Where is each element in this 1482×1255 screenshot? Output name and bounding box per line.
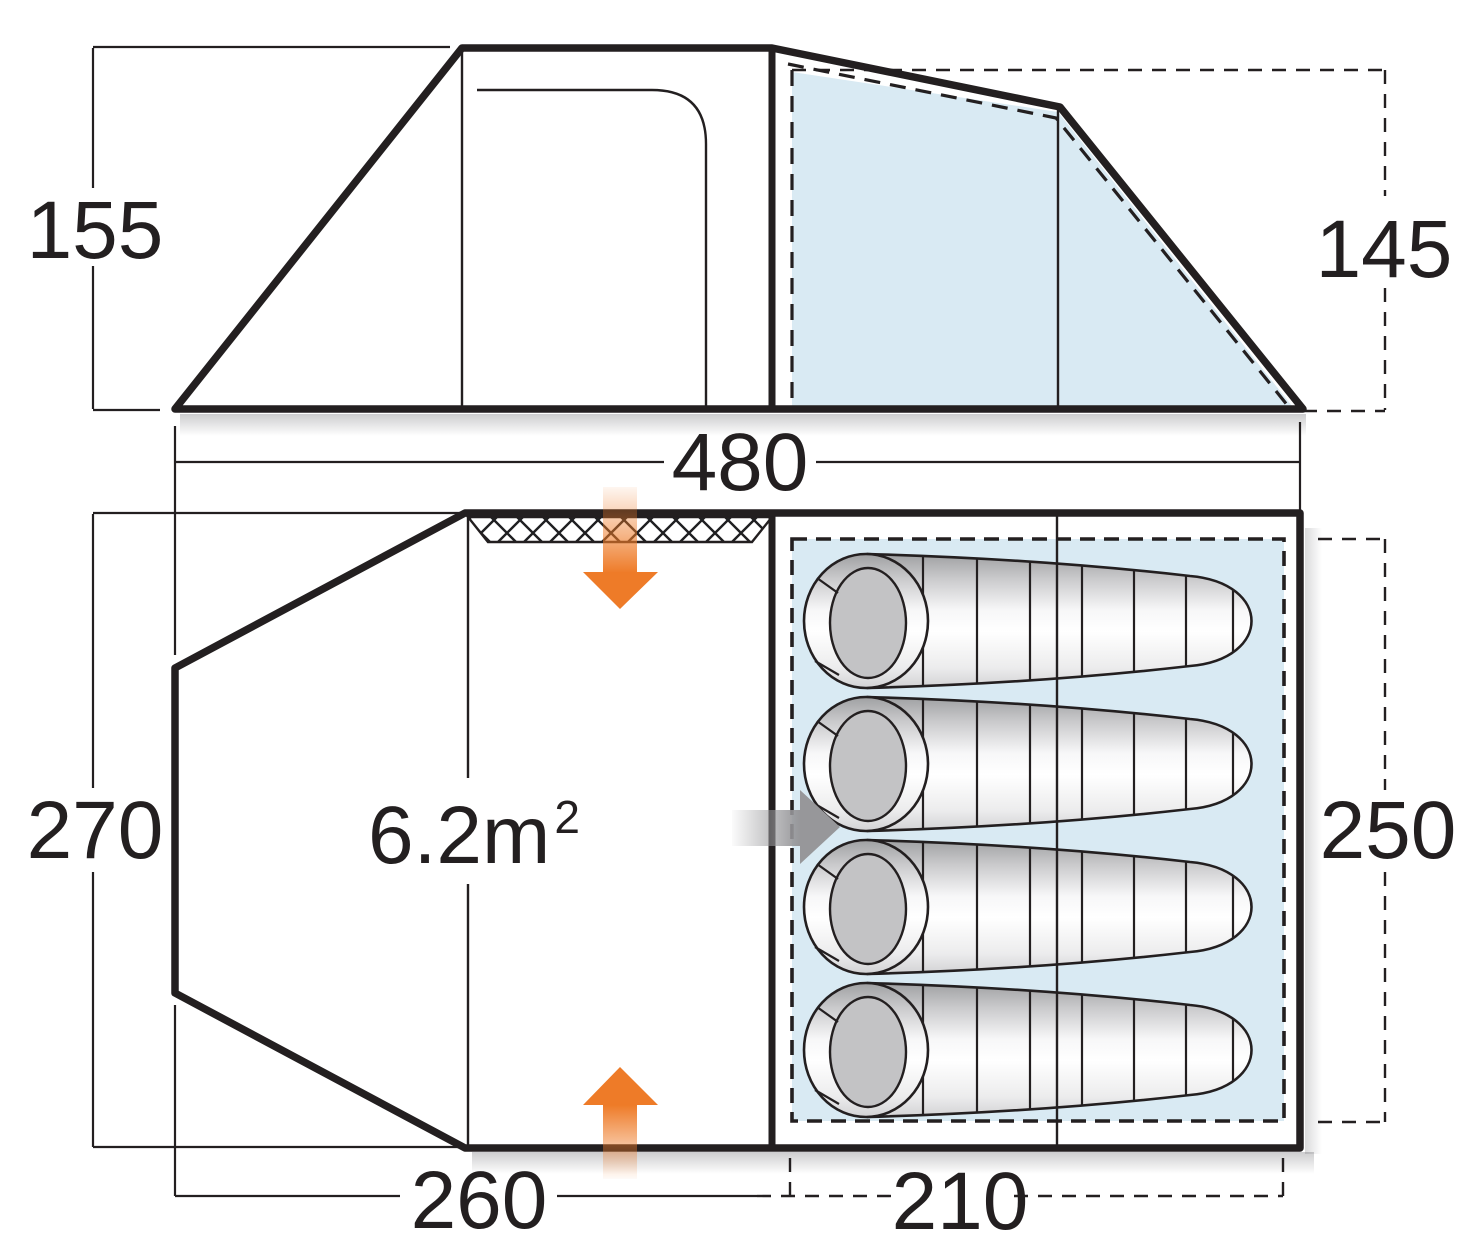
up-arrow-icon (583, 1067, 658, 1179)
elevation-view (171, 44, 1307, 436)
dimension-side-height (91, 45, 450, 412)
dimension-total-width (173, 422, 1302, 655)
elevation-outline (171, 44, 1307, 413)
dimension-bedroom-width (757, 1158, 1285, 1198)
bedroom-depth-label: 250 (1320, 785, 1457, 876)
inner-height-label: 145 (1316, 204, 1453, 295)
plan-bottom-shadow (472, 1152, 1314, 1174)
down-arrow-icon (583, 487, 658, 609)
dimension-bedroom-depth (1318, 537, 1387, 1124)
elevation-ground-shadow (180, 414, 1306, 436)
right-arrow-icon (732, 790, 840, 864)
living-area-label: 6.2m2 (368, 790, 580, 881)
plan-view (171, 487, 1322, 1179)
living-width-label: 260 (411, 1155, 548, 1246)
total-width-label: 480 (672, 417, 809, 508)
side-height-label: 155 (27, 185, 164, 276)
plan-depth-label: 270 (27, 785, 164, 876)
door-outline (477, 88, 708, 406)
bedroom-width-label: 210 (892, 1156, 1029, 1247)
dimension-living-width (173, 1005, 757, 1198)
dimension-plan-depth (91, 511, 462, 1149)
dimension-inner-height (792, 68, 1387, 413)
inner-tent-dashed-roof (787, 62, 1290, 408)
plan-right-shadow (1305, 528, 1322, 1154)
plan-outline (171, 509, 1304, 1152)
elevation-bedroom-fill (792, 72, 1292, 406)
